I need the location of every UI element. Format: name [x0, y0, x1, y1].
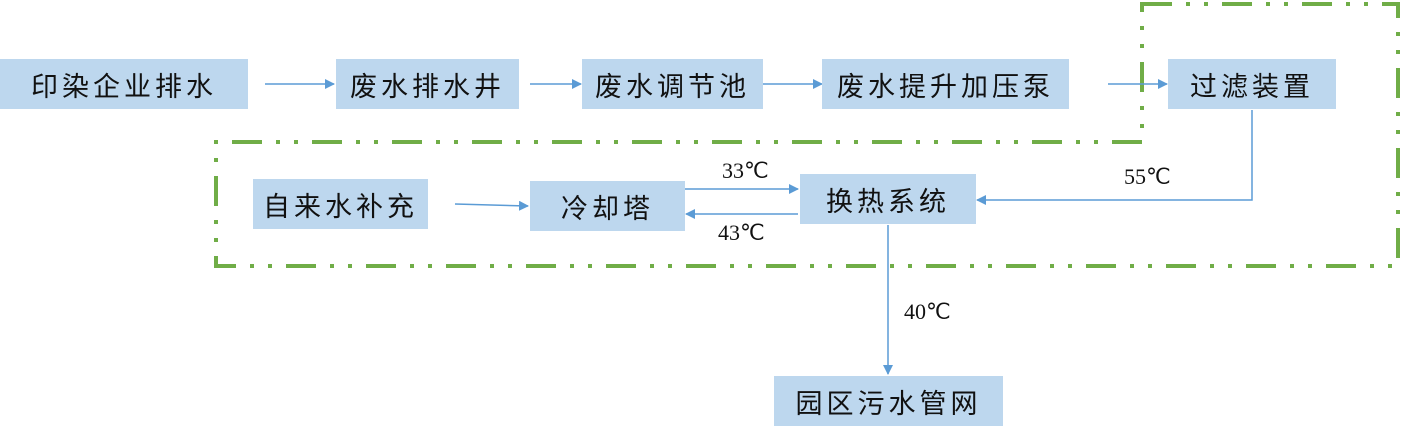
node-dyeing-discharge: 印染企业排水	[0, 59, 248, 109]
node-drain-well: 废水排水井	[336, 59, 519, 109]
node-lift-pump: 废水提升加压泵	[822, 59, 1069, 109]
temp-label-55: 55℃	[1124, 164, 1171, 189]
arrow-tapwater-to-tower	[454, 200, 529, 211]
node-tap-water: 自来水补充	[253, 179, 428, 229]
system-boundary	[214, 2, 1400, 268]
node-filter: 过滤装置	[1168, 59, 1336, 109]
node-cooling-tower: 冷却塔	[530, 181, 685, 231]
temp-label-33: 33℃	[722, 158, 769, 183]
temp-label-40: 40℃	[904, 299, 951, 324]
node-sewer-network: 园区污水管网	[774, 376, 1003, 426]
node-heat-exchanger: 换热系统	[800, 174, 976, 224]
temp-label-43: 43℃	[718, 220, 765, 245]
node-regulating-pool: 废水调节池	[582, 59, 763, 109]
arrow-filter-to-exchanger	[976, 110, 1253, 205]
